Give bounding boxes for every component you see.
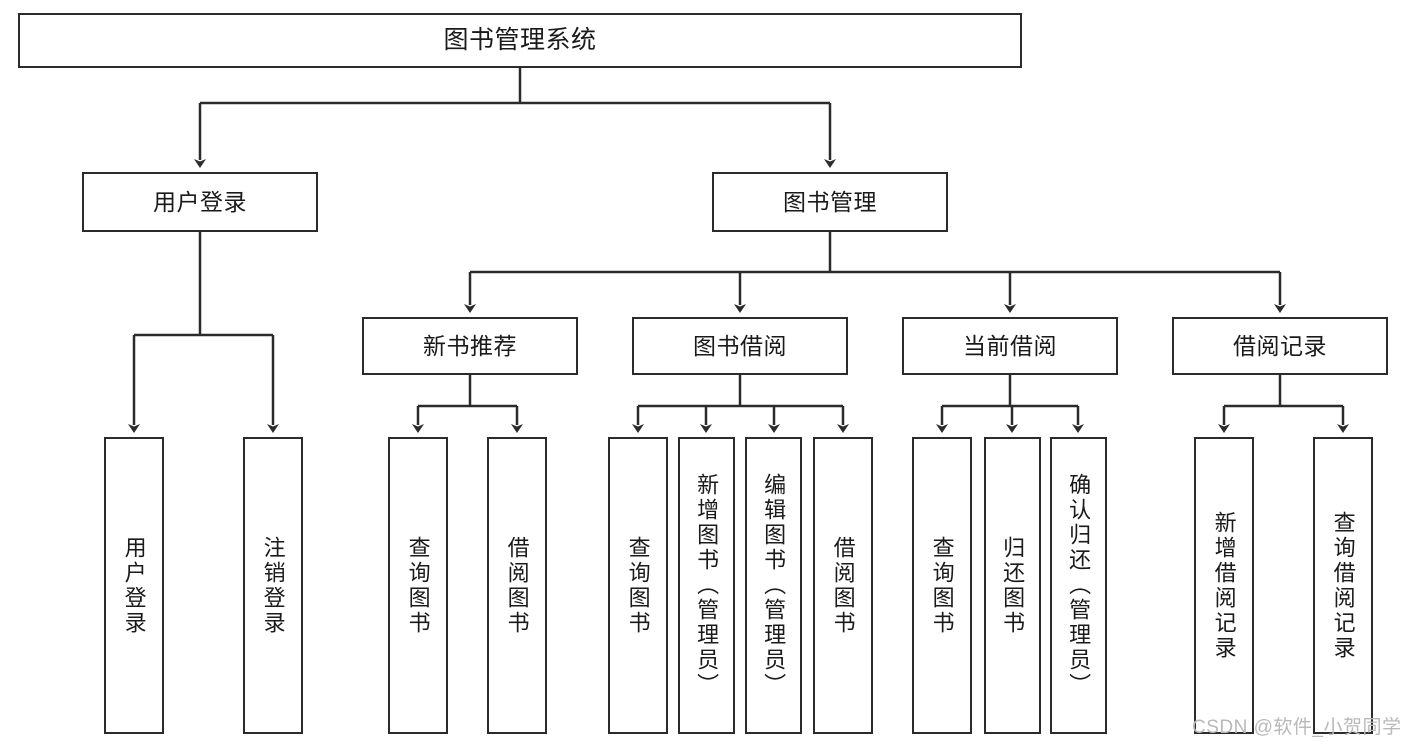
node-label: 新增图书（管理员） — [694, 473, 720, 698]
node-leaf12[interactable]: 新增借阅记录 — [1194, 437, 1254, 734]
node-l1a[interactable]: 用户登录 — [82, 172, 318, 232]
node-leaf04[interactable]: 借阅图书 — [487, 437, 547, 734]
node-leaf11[interactable]: 确认归还（管理员） — [1050, 437, 1107, 734]
node-label: 新书推荐 — [423, 332, 517, 359]
node-leaf10[interactable]: 归还图书 — [984, 437, 1041, 734]
node-label: 新增借阅记录 — [1211, 510, 1237, 661]
node-label: 用户登录 — [153, 188, 247, 215]
node-leaf09[interactable]: 查询图书 — [912, 437, 972, 734]
node-label: 借阅记录 — [1233, 332, 1327, 359]
node-leaf02[interactable]: 注销登录 — [243, 437, 303, 734]
node-leaf06[interactable]: 新增图书（管理员） — [678, 437, 735, 734]
node-l1b[interactable]: 图书管理 — [712, 172, 948, 232]
node-label: 归还图书 — [1000, 535, 1026, 636]
node-label: 当前借阅 — [963, 332, 1057, 359]
node-label: 查询图书 — [625, 535, 651, 636]
node-l2d[interactable]: 借阅记录 — [1172, 317, 1388, 375]
node-leaf08[interactable]: 借阅图书 — [813, 437, 873, 734]
node-label: 图书借阅 — [693, 332, 787, 359]
node-label: 查询借阅记录 — [1330, 510, 1356, 661]
node-leaf07[interactable]: 编辑图书（管理员） — [745, 437, 802, 734]
node-label: 用户登录 — [121, 535, 147, 636]
node-root[interactable]: 图书管理系统 — [18, 13, 1022, 68]
node-l2b[interactable]: 图书借阅 — [632, 317, 848, 375]
node-label: 确认归还（管理员） — [1066, 473, 1092, 698]
node-leaf13[interactable]: 查询借阅记录 — [1313, 437, 1373, 734]
node-label: 查询图书 — [405, 535, 431, 636]
node-label: 注销登录 — [260, 535, 286, 636]
node-label: 编辑图书（管理员） — [761, 473, 787, 698]
node-l2c[interactable]: 当前借阅 — [902, 317, 1118, 375]
node-label: 借阅图书 — [504, 535, 530, 636]
node-label: 借阅图书 — [830, 535, 856, 636]
node-leaf05[interactable]: 查询图书 — [608, 437, 668, 734]
node-label: 查询图书 — [929, 535, 955, 636]
node-label: 图书管理系统 — [443, 26, 597, 55]
node-label: 图书管理 — [783, 188, 877, 215]
node-leaf03[interactable]: 查询图书 — [388, 437, 448, 734]
node-leaf01[interactable]: 用户登录 — [104, 437, 164, 734]
node-l2a[interactable]: 新书推荐 — [362, 317, 578, 375]
